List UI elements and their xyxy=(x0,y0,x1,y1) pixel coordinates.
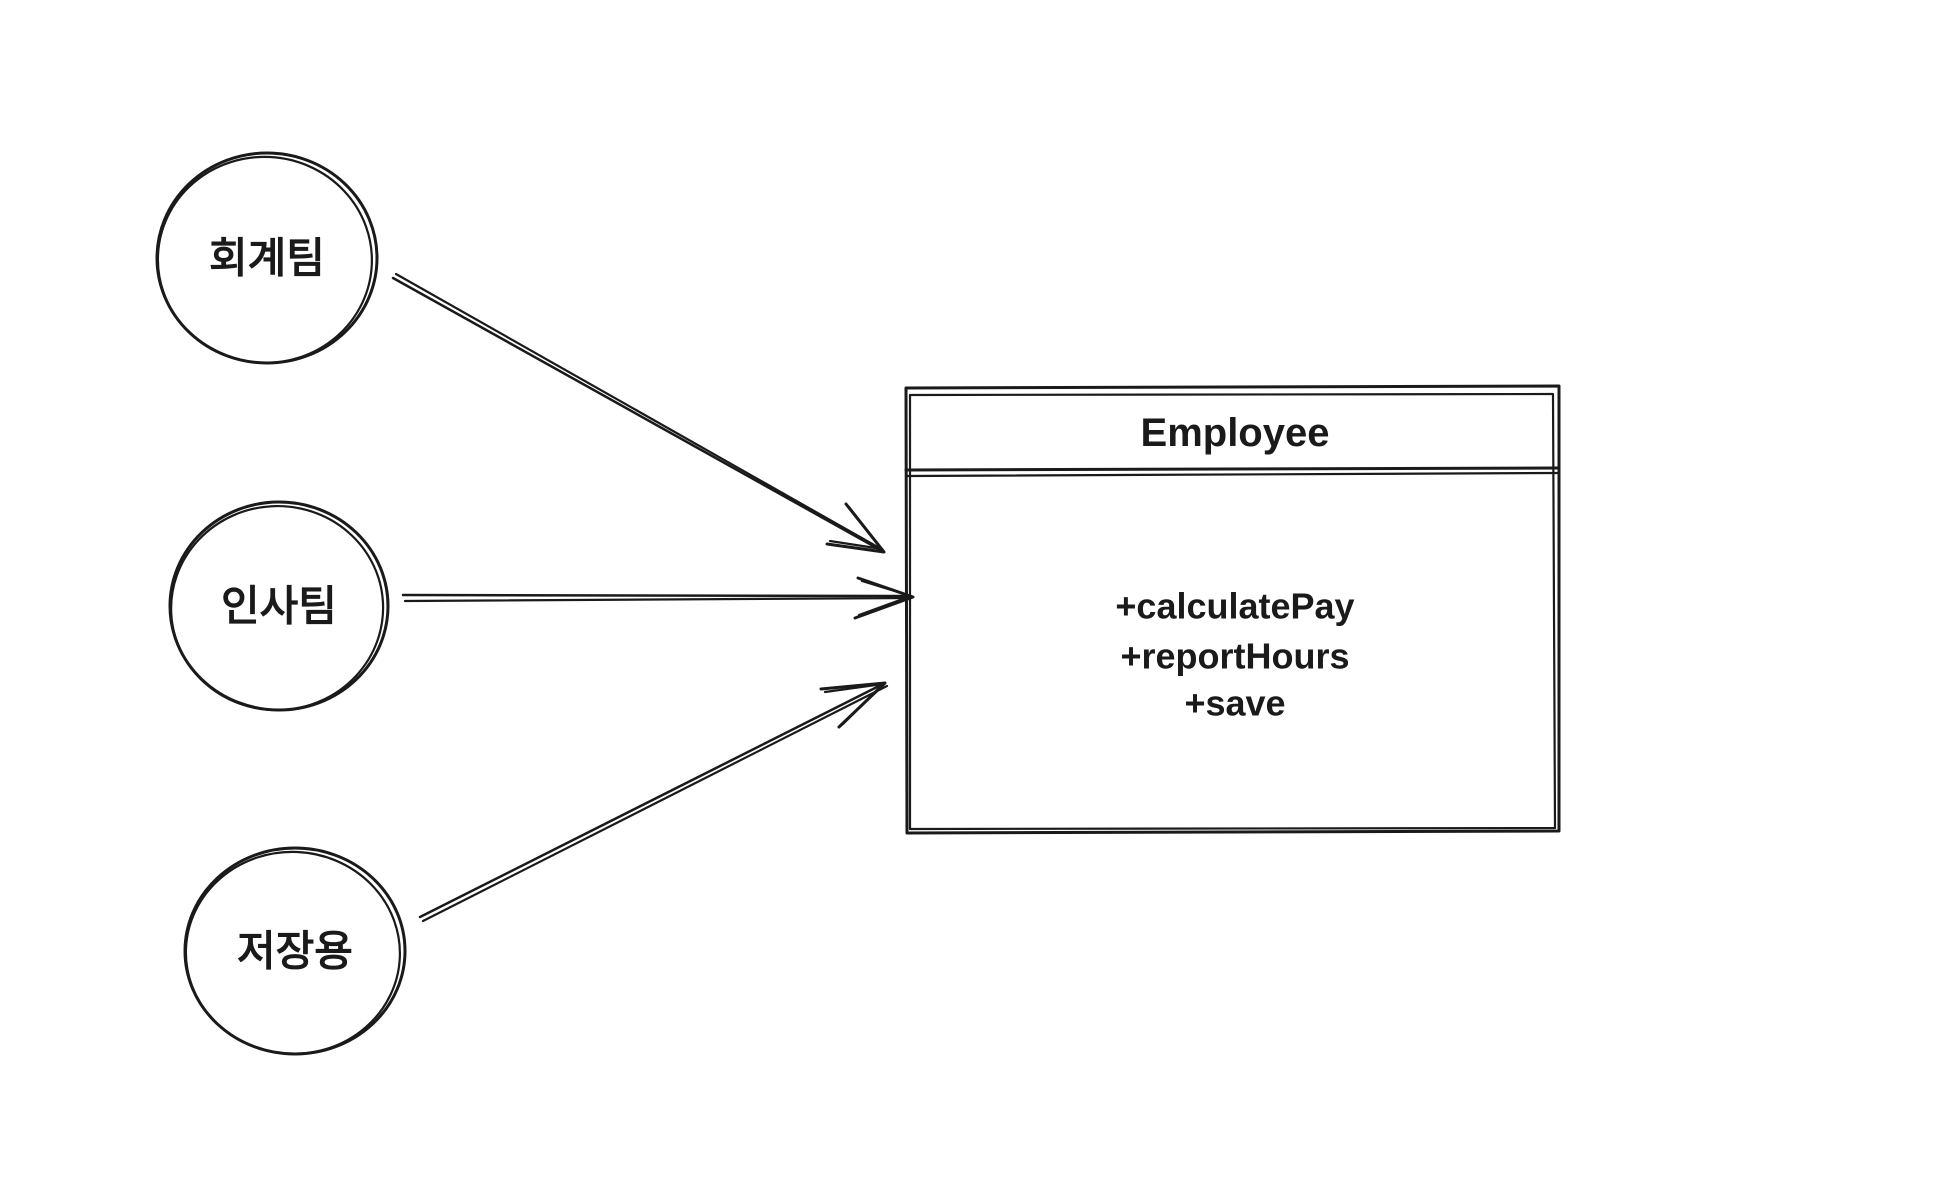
arrow-accounting-to-employee xyxy=(391,272,886,554)
arrow-shaft xyxy=(401,593,910,598)
arrow-head-overdraw xyxy=(828,505,884,551)
arrow-storage-to-employee xyxy=(418,681,889,923)
actor-label-storage: 저장용 xyxy=(237,928,353,975)
actor-label-accounting: 회계팀 xyxy=(209,235,325,282)
class-box-overdraw xyxy=(908,392,1557,831)
class-title: Employee xyxy=(1141,411,1330,455)
actor-label-hr: 인사팀 xyxy=(221,583,337,630)
class-method-save: +save xyxy=(1184,683,1285,724)
arrow-shaft-overdraw xyxy=(421,684,889,923)
arrow-head-overdraw xyxy=(823,682,885,726)
actor-node-accounting: 회계팀 xyxy=(155,151,379,365)
class-box-employee: Employee +calculatePay +reportHours +sav… xyxy=(904,384,1561,835)
class-methods: +calculatePay +reportHours +save xyxy=(1115,586,1354,724)
actor-node-hr: 인사팀 xyxy=(168,500,390,712)
class-box-title-divider xyxy=(904,466,1560,472)
arrow-shaft-overdraw xyxy=(394,272,885,552)
arrow-shaft-overdraw xyxy=(403,596,911,603)
class-method-calculate-pay: +calculatePay xyxy=(1115,586,1354,627)
actor-circle-overdraw xyxy=(170,504,385,712)
actor-circle-overdraw xyxy=(156,155,373,365)
class-box-outline xyxy=(904,384,1561,835)
class-method-report-hours: +reportHours xyxy=(1120,636,1349,677)
actor-circle-overdraw xyxy=(184,850,402,1056)
arrow-shaft xyxy=(418,681,887,919)
class-box-title-divider-overdraw xyxy=(905,471,1559,478)
actor-node-storage: 저장용 xyxy=(183,846,407,1056)
arrow-head xyxy=(819,681,887,729)
arrow-hr-to-employee xyxy=(401,576,915,620)
arrow-shaft xyxy=(391,276,886,554)
